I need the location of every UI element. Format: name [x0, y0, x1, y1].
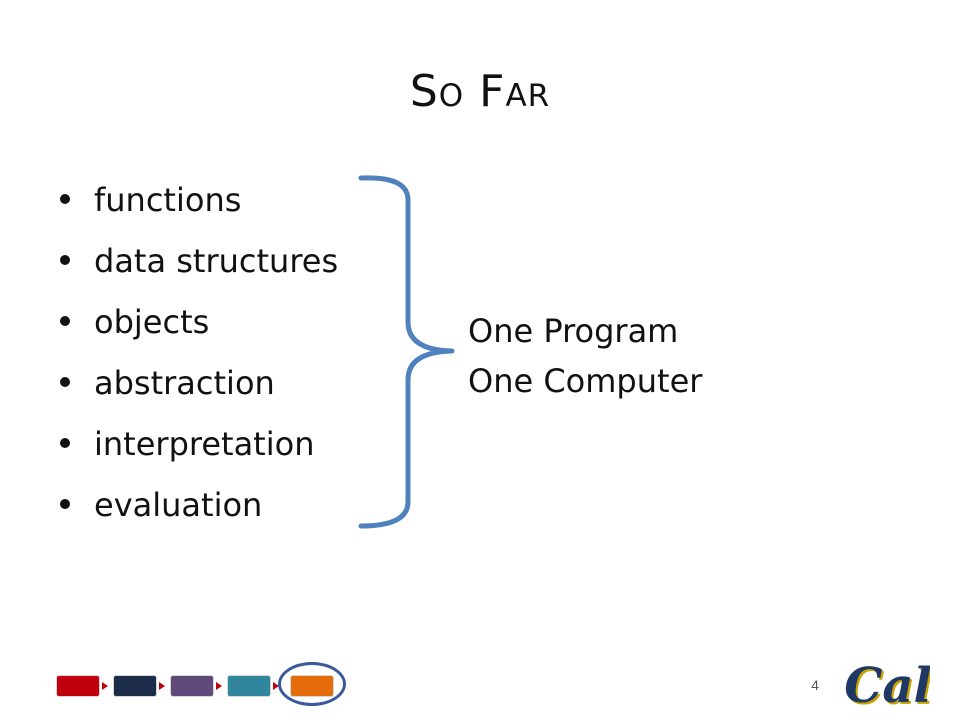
- page-number: 4: [811, 677, 819, 693]
- summary-line: One Program: [468, 312, 679, 350]
- bullet-dot-icon: [60, 438, 70, 448]
- bullet-text: functions: [94, 181, 242, 219]
- bullet-item: evaluation: [60, 481, 338, 542]
- cal-logo: Cal Cal: [844, 658, 930, 716]
- bullet-item: objects: [60, 298, 338, 359]
- bullet-text: data structures: [94, 242, 339, 280]
- bullet-list: functions data structures objects abstra…: [60, 176, 338, 542]
- bullet-dot-icon: [60, 316, 70, 326]
- progress-step: [227, 675, 271, 697]
- bullet-dot-icon: [60, 377, 70, 387]
- bullet-item: functions: [60, 176, 338, 237]
- bullet-text: abstraction: [94, 364, 275, 402]
- summary-text: One Program One Computer: [468, 306, 702, 406]
- step-arrow-icon: [102, 682, 108, 690]
- slide-title: So Far: [409, 66, 551, 117]
- logo-text: Cal: [844, 658, 930, 714]
- step-arrow-icon: [216, 682, 222, 690]
- bullet-dot-icon: [60, 499, 70, 509]
- bullet-item: interpretation: [60, 420, 338, 481]
- progress-step: [113, 675, 157, 697]
- logo-shadow: Cal: [846, 660, 930, 716]
- summary-line: One Computer: [468, 362, 703, 400]
- progress-step: [170, 675, 214, 697]
- bullet-item: abstraction: [60, 359, 338, 420]
- bullet-text: evaluation: [94, 486, 263, 524]
- brace-stroke: [358, 175, 455, 529]
- bullet-text: interpretation: [94, 425, 315, 463]
- bullet-text: objects: [94, 303, 210, 341]
- current-step-ring-icon: [278, 662, 346, 706]
- bullet-item: data structures: [60, 237, 338, 298]
- step-arrow-icon: [273, 682, 279, 690]
- progress-steps: [52, 660, 352, 712]
- step-arrow-icon: [159, 682, 165, 690]
- bullet-dot-icon: [60, 255, 70, 265]
- progress-step: [56, 675, 100, 697]
- bullet-dot-icon: [60, 194, 70, 204]
